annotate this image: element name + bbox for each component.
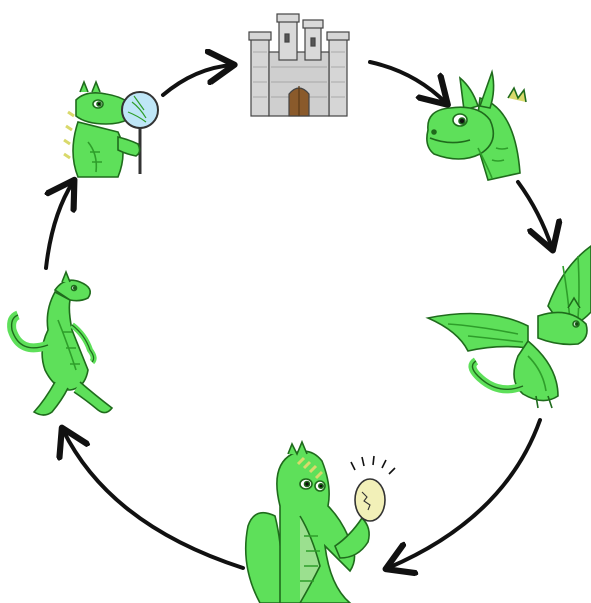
arrow-head-to-flying [518, 182, 552, 248]
flying-dragon-icon [428, 246, 591, 408]
arrow-mirror-to-castle [163, 65, 232, 95]
dragon-egg-icon [246, 442, 395, 603]
arrow-walking-to-mirror [46, 182, 73, 268]
dragon-head-icon [427, 72, 526, 180]
arrow-egg-to-walking [63, 430, 243, 568]
castle-icon [249, 14, 349, 116]
dragon-mirror-icon [64, 82, 158, 177]
walking-dragon-icon [12, 272, 112, 415]
arrow-castle-to-head [370, 62, 446, 103]
arrow-flying-to-egg [388, 420, 540, 568]
